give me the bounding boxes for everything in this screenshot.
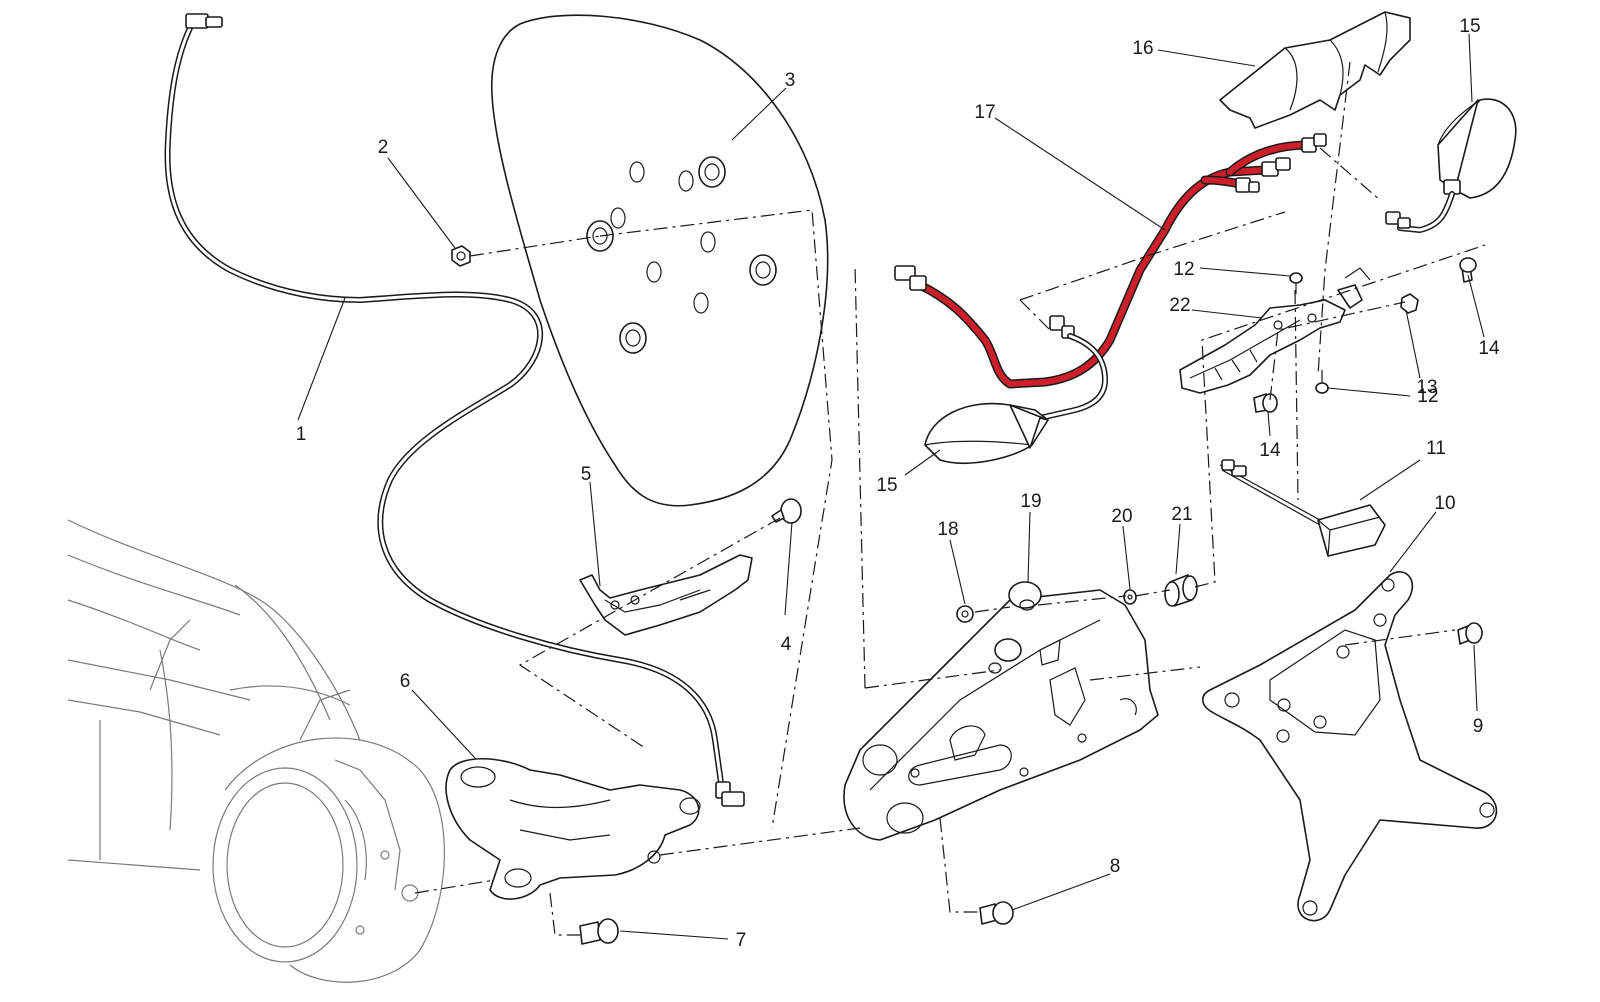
bracket-22 — [1179, 267, 1371, 394]
callout-9: 9 — [1473, 716, 1484, 737]
bolt-8 — [979, 901, 1014, 925]
callout-15-rear: 15 — [1459, 16, 1480, 37]
screw-9 — [1457, 622, 1483, 645]
callout-2: 2 — [378, 137, 389, 158]
cover-16 — [1219, 11, 1411, 129]
callout-22: 22 — [1169, 295, 1190, 316]
callout-3: 3 — [785, 70, 796, 91]
callout-8: 8 — [1110, 856, 1121, 877]
bracket-5 — [579, 554, 753, 636]
support-frame-19 — [843, 581, 1159, 841]
cable-1-top-connector — [185, 13, 223, 29]
callout-18: 18 — [937, 519, 958, 540]
callout-21: 21 — [1171, 504, 1192, 525]
callout-15-front: 15 — [876, 475, 897, 496]
callout-7: 7 — [736, 930, 747, 951]
bolt-7 — [579, 918, 619, 945]
callout-20: 20 — [1111, 506, 1132, 527]
spacer-21 — [1164, 574, 1198, 607]
assembly-lines — [414, 61, 1486, 936]
callout-13: 13 — [1416, 377, 1437, 398]
screw-14-center — [1253, 393, 1278, 413]
indicator-15-rear — [1385, 98, 1517, 233]
callout-4: 4 — [781, 634, 792, 655]
callout-6: 6 — [400, 671, 411, 692]
callout-14-center: 14 — [1259, 440, 1281, 461]
nut-13 — [1400, 293, 1419, 314]
callout-11: 11 — [1426, 438, 1446, 459]
plate-holder-10 — [1201, 571, 1498, 922]
indicator-15-front — [924, 333, 1108, 464]
wiring-harness-17 — [894, 133, 1327, 389]
cable-1 — [164, 13, 745, 807]
callout-17: 17 — [974, 102, 995, 123]
callout-1: 1 — [296, 424, 307, 445]
plate-holes — [610, 161, 716, 314]
leader-lines — [297, 33, 1485, 940]
screw-12-top — [1289, 272, 1303, 294]
plate-panel-3 — [490, 14, 829, 507]
callout-12-bottom: 12 — [1417, 386, 1438, 407]
callout-12-top: 12 — [1173, 259, 1194, 280]
callout-5: 5 — [581, 464, 592, 485]
callout-16: 16 — [1132, 38, 1153, 59]
callout-19: 19 — [1020, 491, 1041, 512]
callout-10: 10 — [1434, 493, 1455, 514]
nut-2 — [451, 245, 471, 267]
washer-20 — [1123, 589, 1137, 605]
plate-grommets — [586, 156, 777, 354]
plate-light-11 — [1219, 459, 1386, 557]
cable-1-bottom-connector — [715, 781, 745, 807]
screw-4 — [771, 498, 802, 524]
bracket-6 — [445, 757, 701, 900]
screw-12-bottom — [1315, 370, 1329, 394]
callout-labels: 1 2 3 4 5 6 7 8 9 10 11 12 12 13 14 14 1… — [296, 16, 1500, 951]
screw-14-right — [1459, 257, 1477, 283]
swingarm-frame — [67, 519, 445, 983]
nut-18 — [956, 605, 974, 623]
callout-14-right: 14 — [1478, 338, 1500, 359]
